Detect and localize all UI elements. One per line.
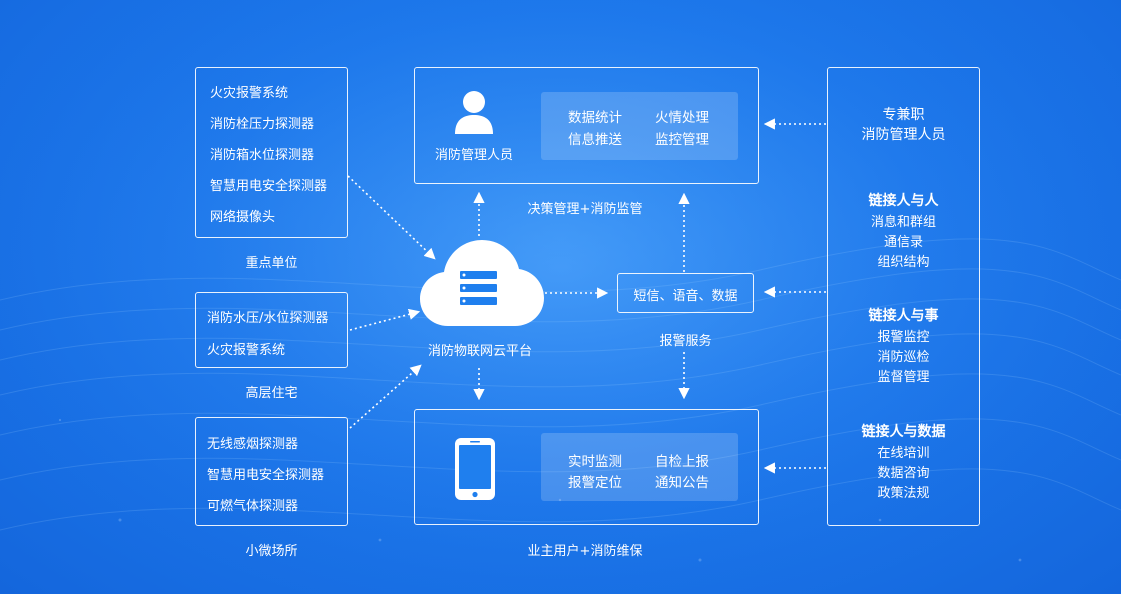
function-label: 信息推送: [568, 132, 622, 148]
section-item: 消防巡检: [877, 350, 930, 365]
personnel-header-line: 消防管理人员: [861, 127, 946, 143]
section-item: 报警监控: [877, 330, 930, 345]
key-units-box: 火灾报警系统 消防栓压力探测器 消防箱水位探测器 智慧用电安全探测器 网络摄像头: [195, 67, 348, 238]
function-label: 实时监测: [568, 454, 622, 470]
personnel-header-line: 专兼职: [882, 107, 925, 123]
management-functions-panel: 数据统计 火情处理 信息推送 监控管理: [541, 92, 738, 160]
list-item: 智慧用电安全探测器: [210, 179, 328, 194]
small-venue-caption: 小微场所: [245, 544, 298, 559]
list-item: 消防栓压力探测器: [210, 117, 315, 132]
section-title-data: 链接人与数据: [861, 424, 946, 440]
section-item: 政策法规: [877, 486, 930, 501]
owner-functions-panel: 实时监测 自检上报 报警定位 通知公告: [541, 433, 738, 501]
section-item: 消息和群组: [870, 215, 936, 230]
section-title-people: 链接人与人: [868, 193, 939, 209]
list-item: 消防箱水位探测器: [210, 148, 315, 163]
list-item: 火灾报警系统: [210, 86, 289, 101]
list-item: 网络摄像头: [210, 210, 276, 225]
small-venue-box: 无线感烟探测器 智慧用电安全探测器 可燃气体探测器: [195, 417, 348, 526]
cloud-server-icon: [420, 240, 544, 326]
smartphone-icon: [455, 438, 495, 500]
function-label: 数据统计: [568, 110, 622, 126]
function-label: 火情处理: [655, 110, 709, 126]
user-icon: [455, 91, 493, 134]
owner-panel: 实时监测 自检上报 报警定位 通知公告: [414, 409, 759, 525]
management-caption: 决策管理+消防监管: [527, 202, 643, 217]
section-item: 通信录: [883, 235, 923, 250]
function-label: 通知公告: [655, 475, 709, 491]
high-rise-box: 消防水压/水位探测器 火灾报警系统: [195, 292, 348, 368]
section-title-events: 链接人与事: [868, 308, 939, 324]
user-label: 消防管理人员: [434, 148, 513, 163]
cloud-label: 消防物联网云平台: [427, 344, 532, 359]
personnel-box: 专兼职 消防管理人员 链接人与人 消息和群组 通信录 组织结构 链接人与事 报警…: [827, 67, 980, 526]
section-item: 在线培训: [877, 446, 930, 461]
owner-caption: 业主用户+消防维保: [527, 544, 643, 559]
list-item: 可燃气体探测器: [207, 499, 299, 514]
list-item: 智慧用电安全探测器: [207, 468, 325, 483]
section-item: 组织结构: [877, 255, 930, 270]
alarm-channels-label: 短信、语音、数据: [633, 289, 738, 304]
function-label: 监控管理: [655, 132, 709, 148]
management-panel: 消防管理人员 数据统计 火情处理 信息推送 监控管理: [414, 67, 759, 184]
list-item: 无线感烟探测器: [207, 437, 299, 452]
function-label: 报警定位: [568, 475, 622, 491]
list-item: 火灾报警系统: [207, 343, 286, 358]
list-item: 消防水压/水位探测器: [207, 311, 329, 326]
alarm-service-caption: 报警服务: [659, 334, 712, 349]
section-item: 监督管理: [877, 370, 930, 385]
function-label: 自检上报: [655, 454, 709, 470]
alarm-channels-box: 短信、语音、数据: [617, 273, 754, 313]
high-rise-caption: 高层住宅: [245, 386, 298, 401]
key-units-caption: 重点单位: [245, 256, 298, 271]
section-item: 数据咨询: [877, 466, 930, 481]
